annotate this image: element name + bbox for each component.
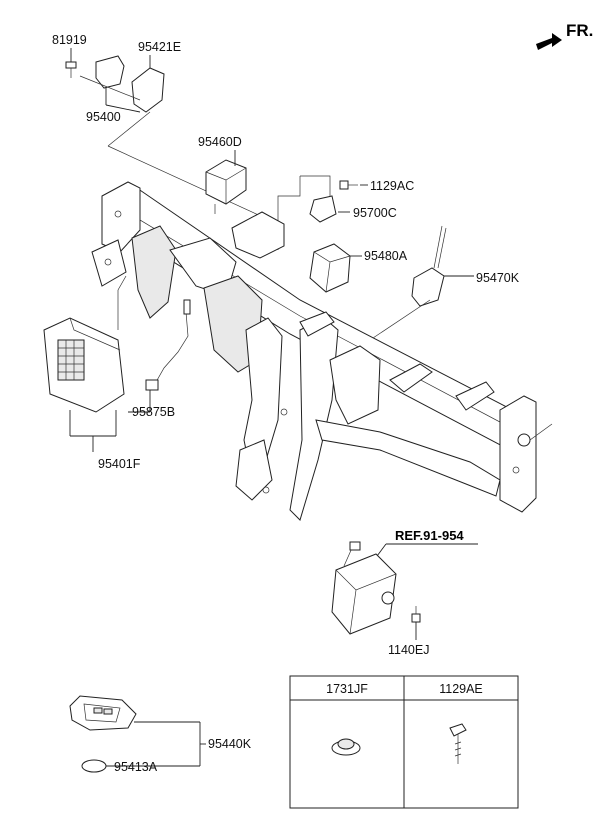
module-95460D: 95460D	[198, 135, 247, 214]
coin-battery-icon	[81, 759, 107, 773]
label-1129AC: 1129AC	[370, 179, 414, 193]
legend-col-1731JF: 1731JF	[326, 682, 368, 696]
bolt-icon	[411, 606, 421, 623]
bracket-95421E-group: 81919 95421E 95400	[52, 33, 181, 124]
label-95470K: 95470K	[476, 271, 520, 285]
label-95480A: 95480A	[364, 249, 408, 263]
reference-module: REF.91-954 1140EJ	[331, 528, 478, 657]
sensor-95470K: 95470K	[369, 225, 520, 341]
smart-key-fob-icon	[69, 695, 137, 731]
label-95875B: 95875B	[132, 405, 175, 419]
legend-table: 1731JF 1129AE	[289, 675, 519, 809]
label-ref: REF.91-954	[395, 528, 464, 543]
screw-icon	[339, 180, 358, 190]
label-95421E: 95421E	[138, 40, 181, 54]
cowl-crossmember	[91, 181, 553, 521]
legend-col-1129AE: 1129AE	[439, 682, 483, 696]
clip-1731JF-icon	[331, 738, 361, 756]
guide-line	[107, 111, 151, 147]
label-1140EJ: 1140EJ	[388, 643, 429, 657]
label-95700C: 95700C	[353, 206, 397, 220]
label-81919: 81919	[52, 33, 87, 47]
junction-box-95401F: 95401F	[43, 275, 141, 471]
guide-line	[107, 145, 266, 219]
sensor-95875B: 95875B	[128, 299, 191, 419]
label-95413A: 95413A	[114, 760, 158, 774]
module-95700C: 1129AC 95700C	[277, 175, 414, 250]
label-95400: 95400	[86, 110, 121, 124]
front-label: FR.	[566, 21, 593, 40]
front-direction-indicator: FR.	[536, 21, 593, 50]
module-95480A: 95480A	[309, 243, 408, 293]
label-95460D: 95460D	[198, 135, 242, 149]
bracket-95400-icon	[95, 55, 125, 89]
label-95440K: 95440K	[208, 737, 252, 751]
front-arrow-icon	[536, 33, 562, 50]
screw-1129AE-icon	[449, 723, 467, 764]
smart-key-group: 95440K 95413A	[69, 695, 252, 774]
bracket-95421E-icon	[131, 67, 165, 113]
label-95401F: 95401F	[98, 457, 141, 471]
bolt-icon	[65, 61, 77, 78]
